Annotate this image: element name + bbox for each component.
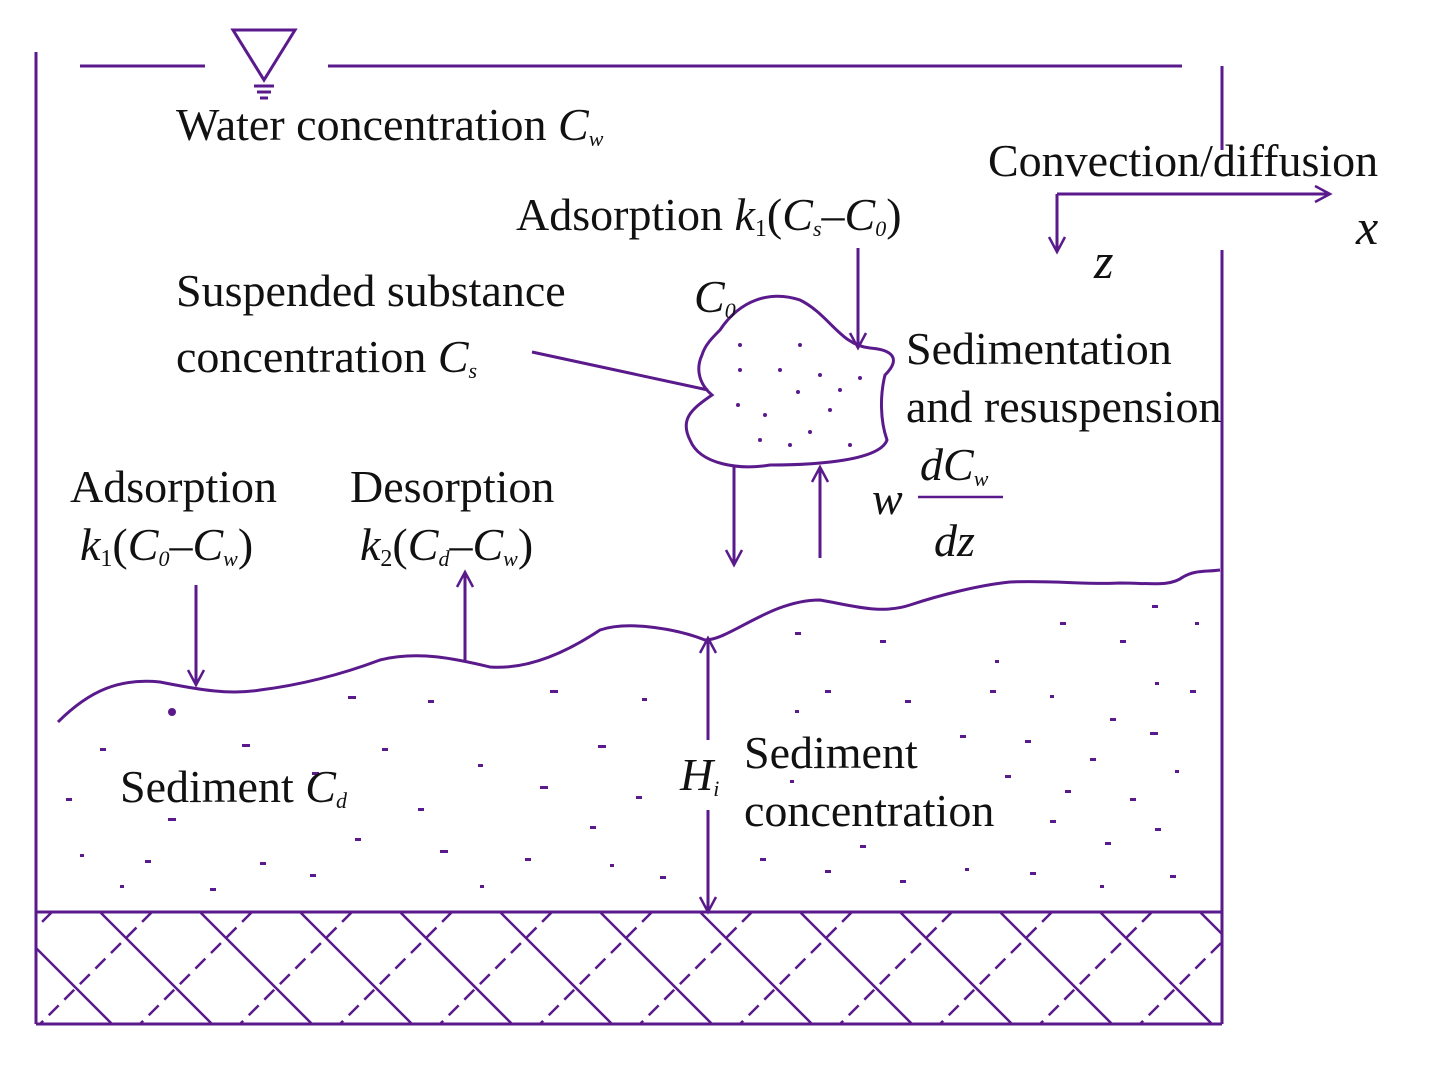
sedimentation-label-line1: Sedimentation [906, 323, 1172, 374]
depth-label: Hi [678, 749, 722, 801]
hatch-line-solid [1099, 912, 1213, 1024]
hatch-line-dashed [36, 912, 53, 930]
adsorption-top-label: Adsorption k1(Cs–C0) [516, 189, 902, 242]
process-arrows [186, 248, 868, 915]
convection-diffusion-label: Convection/diffusion [988, 135, 1379, 186]
rate-denominator: dz [934, 515, 975, 566]
sediment-surface-line [56, 568, 1221, 724]
hatch-line-dashed [639, 912, 753, 1024]
hatch-line-dashed [1240, 912, 1352, 1024]
rate-w-symbol: w [872, 473, 903, 524]
adsorption-bottom-label-line2: k1(C0–Cw) [80, 519, 254, 572]
hatch-line-solid [199, 912, 313, 1024]
particle-texture [736, 343, 862, 447]
adsorption-bottom-label-line1: Adsorption [70, 461, 277, 512]
suspended-substance-label-line2: concentration Cs [176, 331, 478, 383]
tank-frame [34, 52, 1224, 1026]
sediment-concentration-label-line1: Sediment [744, 727, 918, 778]
hatch-line-solid [36, 946, 113, 1024]
hatch-line-solid [99, 912, 213, 1024]
hatch-line-dashed [539, 912, 653, 1024]
water-concentration-label: Water concentration Cw [176, 99, 604, 151]
hatch-line-dashed [939, 912, 1053, 1024]
sediment-concentration-label-line2: concentration [744, 785, 995, 836]
suspended-particle [684, 294, 895, 469]
water-level-icon [230, 28, 298, 100]
hatch-line-dashed [1039, 912, 1153, 1024]
axis-z-label: z [1094, 233, 1114, 289]
particle-c0-label: C0 [694, 271, 736, 323]
axis-x-label: x [1356, 199, 1379, 255]
desorption-label-line2: k2(Cd–Cw) [360, 519, 534, 572]
hatch-line-solid [399, 912, 513, 1024]
hatch-line-dashed [339, 912, 453, 1024]
bedrock-hatching [0, 912, 1443, 1024]
hatch-line-solid [499, 912, 613, 1024]
suspended-leader-line [531, 350, 709, 392]
hatch-line-solid [699, 912, 813, 1024]
hatch-line-solid [799, 912, 913, 1024]
hatch-line-dashed [839, 912, 953, 1024]
hatch-line-solid [1300, 912, 1412, 1024]
hatch-line-dashed [1139, 940, 1222, 1024]
sediment-texture [66, 605, 1199, 891]
hatch-line-solid [599, 912, 713, 1024]
suspended-substance-label-line1: Suspended substance [176, 265, 566, 316]
hatch-line-dashed [239, 912, 353, 1024]
hatch-line-dashed [139, 912, 253, 1024]
desorption-label-line1: Desorption [350, 461, 555, 512]
hatch-line-solid [299, 912, 413, 1024]
hatch-line-solid [899, 912, 1013, 1024]
hatch-line-dashed [439, 912, 553, 1024]
hatch-line-dashed [739, 912, 853, 1024]
hatch-line-solid [0, 912, 12, 1024]
hatch-line-solid [1199, 912, 1222, 936]
sediment-label: Sediment Cd [120, 761, 347, 813]
rate-numerator: dCw [920, 439, 989, 491]
coordinate-axes [1047, 184, 1333, 255]
hatch-line-solid [999, 912, 1113, 1024]
hatch-line-dashed [39, 912, 153, 1024]
hatch-line-dashed [1340, 912, 1443, 1024]
sedimentation-label-line2: and resuspension [906, 381, 1222, 432]
